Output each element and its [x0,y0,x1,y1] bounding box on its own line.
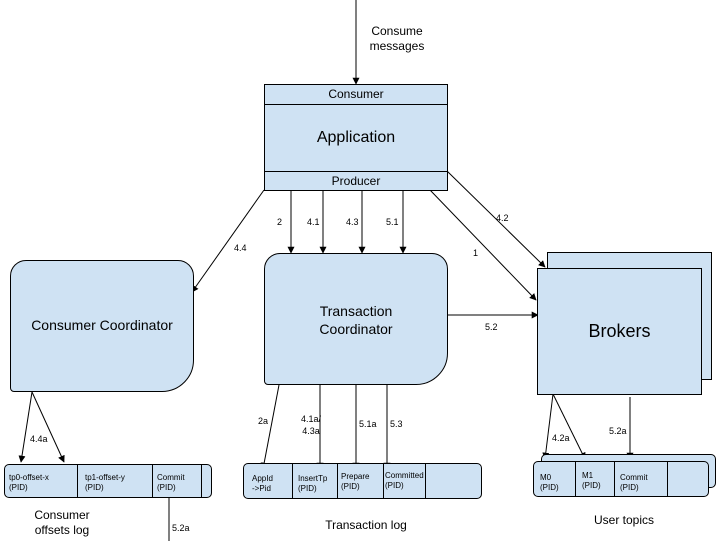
cell-pid: (PID) [582,481,601,490]
cell-name: Committed [385,471,424,480]
consume-messages-label: Consume messages [369,24,425,53]
cell-pid: (PID) [341,482,360,491]
producer-divider [265,171,447,172]
log-cell-prepare: Prepare (PID) [341,472,369,492]
log-cell-commit: Commit (PID) [157,473,185,493]
arrow-4-4a-left [18,391,33,463]
edge-label-5-1a: 5.1a [359,419,377,429]
application-block: Consumer Application Producer [264,84,448,191]
cell-name: Commit [620,473,648,482]
cell-name: M1 [582,471,594,480]
cell-pid: (PID) [298,484,317,493]
log-cell-divider [77,465,78,497]
edge-label-2: 2 [277,217,283,227]
edge-label-4-1: 4.1 [307,217,320,227]
cell-pid: ->Pid [252,484,271,493]
transaction-log-caption: Transaction log [325,518,407,532]
consumer-coordinator-label: Consumer Coordinator [31,317,173,333]
producer-label: Producer [331,174,381,188]
cell-name: Prepare [341,472,370,481]
log-cell-m0: M0 (PID) [540,473,559,493]
log-cell-tp1-offset-y: tp1-offset-y (PID) [85,473,125,493]
arrow-4-2a-right [552,393,586,460]
cell-name: tp0-offset-x [9,473,49,482]
log-cell-inserttp: InsertTp (PID) [298,474,327,494]
arrow-4-2a-left [542,393,554,460]
arrow-4-2 [446,170,546,268]
brokers-label: Brokers [588,321,651,341]
log-cell-m1: M1 (PID) [582,471,601,491]
cell-pid: (PID) [540,483,559,492]
cell-pid: (PID) [157,483,176,492]
arrow-1 [429,189,537,301]
consumer-offsets-log: tp0-offset-x (PID) tp1-offset-y (PID) Co… [4,464,212,498]
log-cell-appid: AppId ->Pid [252,474,273,494]
log-cell-commit: Commit (PID) [620,473,648,493]
cell-name: AppId [252,474,273,483]
transaction-log: AppId ->Pid InsertTp (PID) Prepare (PID)… [243,463,482,499]
edge-label-4-1a-4-3a: 4.1a/ 4.3a [300,414,322,436]
log-cell-committed: Committed (PID) [385,471,424,491]
consumer-divider [265,104,447,105]
log-cell-divider [152,465,153,497]
log-cell-divider [667,462,668,496]
log-cell-divider [292,464,293,498]
log-cell-divider [614,462,615,496]
log-cell-tp0-offset-x: tp0-offset-x (PID) [9,473,49,493]
arrow-4-4a-right [31,391,65,463]
cell-name: Commit [157,473,185,482]
cell-name: M0 [540,473,552,482]
consumer-coordinator: Consumer Coordinator [10,260,194,392]
log-cell-divider [337,464,338,498]
log-cell-divider [575,462,576,496]
edge-label-2a: 2a [258,416,269,426]
edge-label-1: 1 [473,248,479,258]
cell-pid: (PID) [85,483,104,492]
arrow-2a [260,384,280,470]
cell-name: InsertTp [298,474,328,483]
edge-label-4-2: 4.2 [496,213,509,223]
log-cell-divider [383,464,384,498]
edge-label-5-2: 5.2 [485,322,498,332]
application-label: Application [316,129,396,146]
cell-pid: (PID) [385,481,404,490]
cell-name: tp1-offset-y [85,473,125,482]
log-cell-divider [201,465,202,497]
edge-label-4-2a: 4.2a [552,433,570,443]
transaction-coordinator: Transaction Coordinator [264,253,448,385]
edge-label-5-1: 5.1 [386,217,399,227]
edge-label-5-2a-bottom: 5.2a [172,523,190,533]
log-cell-divider [425,464,426,498]
consumer-label: Consumer [328,87,384,101]
user-topics-log: M0 (PID) M1 (PID) Commit (PID) [533,461,709,497]
edge-label-4-3: 4.3 [346,217,359,227]
edge-label-5-2a-top: 5.2a [609,426,627,436]
brokers: Brokers [537,268,702,395]
edge-label-4-4a: 4.4a [30,434,48,444]
arrow-4-4 [191,189,265,293]
consumer-offsets-log-caption: Consumer offsets log [34,508,90,537]
user-topics-caption: User topics [593,513,655,527]
edge-label-5-3: 5.3 [390,419,403,429]
edge-label-4-4: 4.4 [234,243,247,253]
transaction-coordinator-label: Transaction Coordinator [319,303,393,337]
cell-pid: (PID) [9,483,28,492]
cell-pid: (PID) [620,483,639,492]
